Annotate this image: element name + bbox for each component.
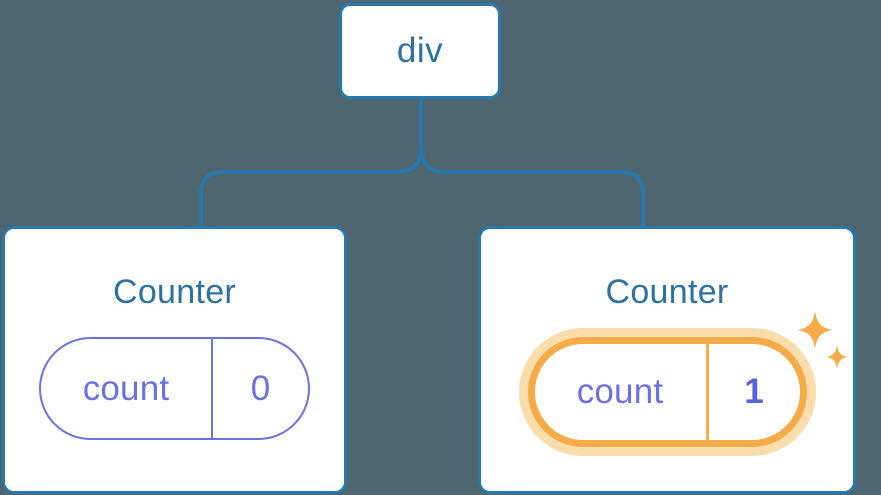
- sparkle-small-icon: [825, 345, 848, 369]
- state-pill-highlighted[interactable]: count 1: [527, 337, 807, 447]
- state-key-cell: count: [41, 339, 213, 438]
- node-div-label: div: [396, 31, 444, 70]
- component-card-counter-right[interactable]: Counter count 1: [478, 226, 856, 494]
- state-pill[interactable]: count 0: [39, 337, 310, 440]
- state-value-cell: 1: [709, 344, 800, 440]
- state-value-cell: 0: [213, 339, 308, 438]
- sparkle-icon: [797, 311, 848, 369]
- connector-branch-left: [199, 147, 423, 228]
- component-title: Counter: [112, 273, 237, 311]
- connector-branch-right: [419, 147, 645, 228]
- state-key-label: count: [576, 372, 664, 411]
- sparkle-large-icon: [797, 311, 832, 349]
- state-pill-wrapper: count 0: [39, 337, 310, 440]
- component-title: Counter: [605, 273, 729, 311]
- node-div[interactable]: div: [339, 3, 501, 99]
- state-key-cell: count: [535, 344, 709, 440]
- state-pill-wrapper: count 1: [527, 311, 848, 447]
- state-key-label: count: [82, 368, 170, 408]
- state-value-label: 0: [250, 368, 271, 408]
- state-value-label: 1: [744, 372, 764, 411]
- component-card-counter-left[interactable]: Counter count 0: [2, 226, 347, 494]
